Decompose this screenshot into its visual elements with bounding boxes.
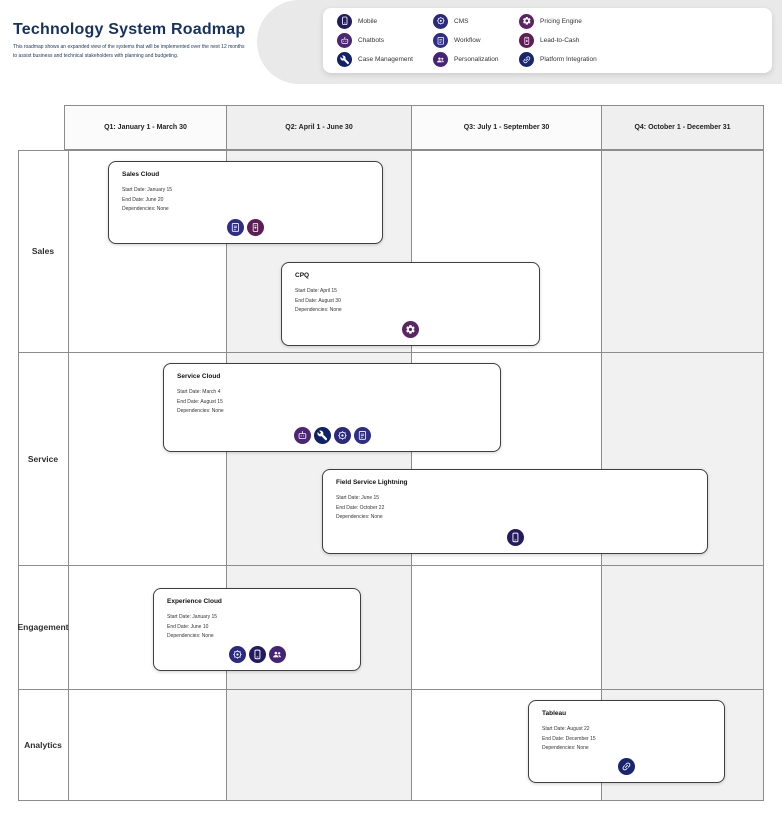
quarter-header-q1: Q1: January 1 - March 30	[64, 105, 226, 150]
legend-label-platform-integration: Platform Integration	[540, 56, 597, 64]
roadmap-card-sales-cloud[interactable]: Sales Cloud Start Date: January 15 End D…	[108, 161, 383, 244]
card-dependencies: Dependencies: None	[295, 307, 342, 313]
card-title: Experience Cloud	[167, 598, 222, 605]
legend-item-personalization: Personalization	[433, 51, 519, 69]
card-dependencies: Dependencies: None	[542, 745, 589, 751]
quarter-header-q3: Q3: July 1 - September 30	[411, 105, 601, 150]
legend-label-pricing-engine: Pricing Engine	[540, 17, 582, 25]
link-icon	[519, 52, 534, 68]
document-icon	[227, 219, 244, 236]
card-icons	[323, 529, 707, 546]
wrench-icon	[337, 52, 352, 68]
card-start-date: Start Date: January 15	[167, 614, 218, 620]
card-icons	[154, 646, 360, 663]
legend-label-personalization: Personalization	[454, 56, 499, 64]
quarter-header-q2: Q2: April 1 - June 30	[226, 105, 411, 150]
legend-item-workflow: Workflow	[433, 32, 519, 50]
card-title: Field Service Lightning	[336, 479, 408, 486]
card-icons	[109, 219, 382, 236]
mobile-icon	[248, 646, 266, 663]
quarter-header-row: Q1: January 1 - March 30 Q2: April 1 - J…	[64, 105, 764, 150]
grid-line	[18, 689, 764, 690]
legend-item-chatbots: Chatbots	[337, 32, 433, 50]
row-label-sales: Sales	[31, 246, 55, 256]
legend-item-pricing-engine: Pricing Engine	[519, 12, 766, 30]
row-label-analytics: Analytics	[24, 739, 62, 750]
row-label-engagement: Engagement	[17, 622, 69, 632]
roadmap-card-experience-cloud[interactable]: Experience Cloud Start Date: January 15 …	[153, 588, 361, 671]
legend-label-lead-to-cash: Lead-to-Cash	[540, 37, 580, 44]
card-title: Sales Cloud	[122, 171, 160, 178]
legend-label-workflow: Workflow	[454, 37, 481, 44]
page-subtitle: This roadmap shows an expanded view of t…	[13, 44, 245, 59]
card-dependencies: Dependencies: None	[336, 514, 383, 520]
legend-item-cms: CMS	[433, 12, 519, 30]
card-dependencies: Dependencies: None	[177, 408, 224, 414]
wrench-icon	[313, 427, 331, 444]
cms-icon	[333, 427, 351, 444]
card-icons	[164, 427, 500, 444]
grid-line	[18, 565, 764, 566]
row-label-column	[18, 150, 68, 800]
receipt-icon	[519, 33, 534, 48]
card-end-date: End Date: June 20	[122, 196, 164, 203]
mobile-icon	[506, 529, 524, 546]
card-end-date: End Date: October 22	[336, 504, 385, 511]
legend-label-case-management: Case Management	[358, 56, 413, 64]
roadmap-grid: Q1: January 1 - March 30 Q2: April 1 - J…	[18, 105, 764, 801]
cms-icon	[433, 13, 448, 29]
card-end-date: End Date: August 30	[295, 297, 341, 304]
gear-icon	[519, 13, 534, 29]
roadmap-card-field-service-lightning[interactable]: Field Service Lightning Start Date: June…	[322, 469, 708, 554]
legend-item-platform-integration: Platform Integration	[519, 51, 766, 69]
grid-line	[68, 150, 69, 800]
card-dependencies: Dependencies: None	[167, 633, 214, 639]
legend-label-cms: CMS	[454, 17, 469, 25]
document-icon	[353, 427, 371, 444]
card-end-date: End Date: August 15	[177, 398, 223, 405]
card-start-date: Start Date: April 15	[295, 288, 337, 294]
card-end-date: End Date: December 15	[542, 735, 596, 742]
chatbot-icon	[337, 33, 352, 48]
card-title: CPQ	[295, 272, 310, 279]
mobile-icon	[337, 13, 352, 29]
grid-line	[18, 150, 19, 800]
link-icon	[618, 758, 635, 775]
grid-line	[18, 352, 764, 353]
card-icons	[282, 321, 539, 338]
people-icon	[268, 646, 286, 663]
document-icon	[433, 33, 448, 48]
people-icon	[433, 52, 448, 68]
card-title: Tableau	[542, 710, 567, 717]
roadmap-card-cpq[interactable]: CPQ Start Date: April 15 End Date: Augus…	[281, 262, 540, 346]
legend-label-mobile: Mobile	[358, 17, 378, 25]
grid-line	[18, 150, 764, 151]
grid-line	[763, 150, 764, 800]
q1-column	[68, 150, 226, 800]
legend-item-case-management: Case Management	[337, 51, 433, 69]
card-end-date: End Date: June 10	[167, 623, 209, 630]
quarter-header-q4: Q4: October 1 - December 31	[601, 105, 764, 150]
cms-icon	[228, 646, 246, 663]
gear-icon	[402, 321, 419, 338]
card-start-date: Start Date: August 22	[542, 726, 590, 732]
grid-line	[226, 150, 227, 800]
page-title: Technology System Roadmap	[13, 21, 246, 38]
grid-line	[18, 800, 764, 801]
chatbot-icon	[293, 427, 311, 444]
card-start-date: Start Date: June 15	[336, 495, 380, 501]
card-title: Service Cloud	[177, 373, 221, 380]
card-dependencies: Dependencies: None	[122, 206, 169, 212]
card-icons	[529, 758, 724, 775]
receipt-icon	[247, 219, 264, 236]
roadmap-card-tableau[interactable]: Tableau Start Date: August 22 End Date: …	[528, 700, 725, 783]
legend-item-mobile: Mobile	[337, 12, 433, 30]
roadmap-card-service-cloud[interactable]: Service Cloud Start Date: March 4 End Da…	[163, 363, 501, 452]
legend-label-chatbots: Chatbots	[358, 37, 385, 44]
card-start-date: Start Date: January 15	[122, 187, 173, 193]
legend: Mobile CMS Pricing Engine Chatbots Workf…	[323, 8, 772, 73]
row-label-service: Service	[27, 453, 59, 464]
card-start-date: Start Date: March 4	[177, 389, 221, 395]
legend-item-lead-to-cash: Lead-to-Cash	[519, 32, 766, 50]
